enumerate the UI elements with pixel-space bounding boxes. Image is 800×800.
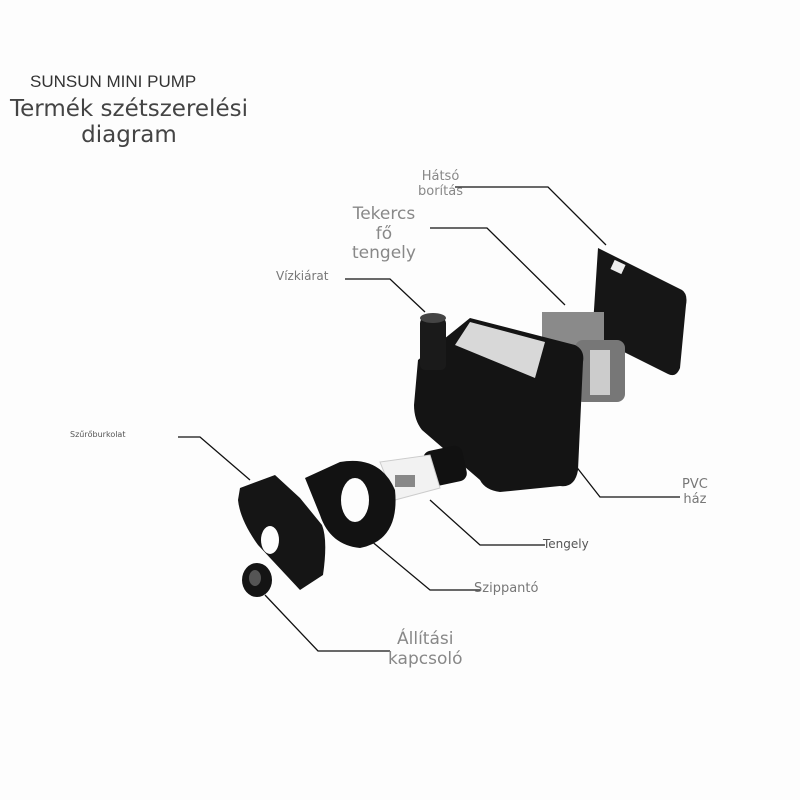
label-line: tengely xyxy=(352,243,416,264)
label-back-cover: Hátsó borítás xyxy=(418,169,463,200)
label-line: borítás xyxy=(418,183,463,199)
label-line: Hátsó xyxy=(421,169,460,184)
label-line: ház xyxy=(683,491,707,507)
leader-back-cover xyxy=(455,186,607,246)
label-filter-cover: Szűrőburkolat xyxy=(70,430,126,439)
label-intake: Szippantó xyxy=(474,581,539,596)
leader-adjust-switch xyxy=(264,594,390,652)
label-line: PVC xyxy=(682,477,708,492)
filter-cover-part xyxy=(238,475,326,590)
leader-coil-shaft xyxy=(430,227,566,306)
intake-part xyxy=(305,460,396,548)
leader-shaft xyxy=(429,499,545,546)
adjust-switch-part xyxy=(242,563,272,597)
outlet-tube xyxy=(420,318,446,370)
shaft-part xyxy=(379,445,467,501)
label-line: Tekercs xyxy=(352,204,416,224)
diagram-title: Termék szétszerelési diagram xyxy=(10,96,248,149)
leader-filter-cover xyxy=(178,436,251,481)
brand-title: SUNSUN MINI PUMP xyxy=(30,72,197,91)
label-line: kapcsoló xyxy=(388,648,463,669)
title-line-1: Termék szétszerelési xyxy=(10,96,248,122)
leader-intake xyxy=(369,539,480,591)
label-outlet: Vízkiárat xyxy=(276,269,329,283)
label-coil-shaft: Tekercs fő tengely xyxy=(352,204,416,264)
label-shaft: Tengely xyxy=(543,537,589,551)
label-adjust-switch: Állítási kapcsoló xyxy=(388,629,463,669)
label-line: Állítási xyxy=(397,629,454,649)
leader-pvc-housing xyxy=(574,464,680,498)
housing-label-sticker xyxy=(455,322,545,378)
label-line: fő xyxy=(375,223,393,244)
coil-part xyxy=(542,312,625,402)
label-pvc-housing: PVC ház xyxy=(682,477,708,508)
title-line-2: diagram xyxy=(81,122,177,149)
leader-lines xyxy=(178,186,680,652)
leader-outlet xyxy=(345,278,426,313)
